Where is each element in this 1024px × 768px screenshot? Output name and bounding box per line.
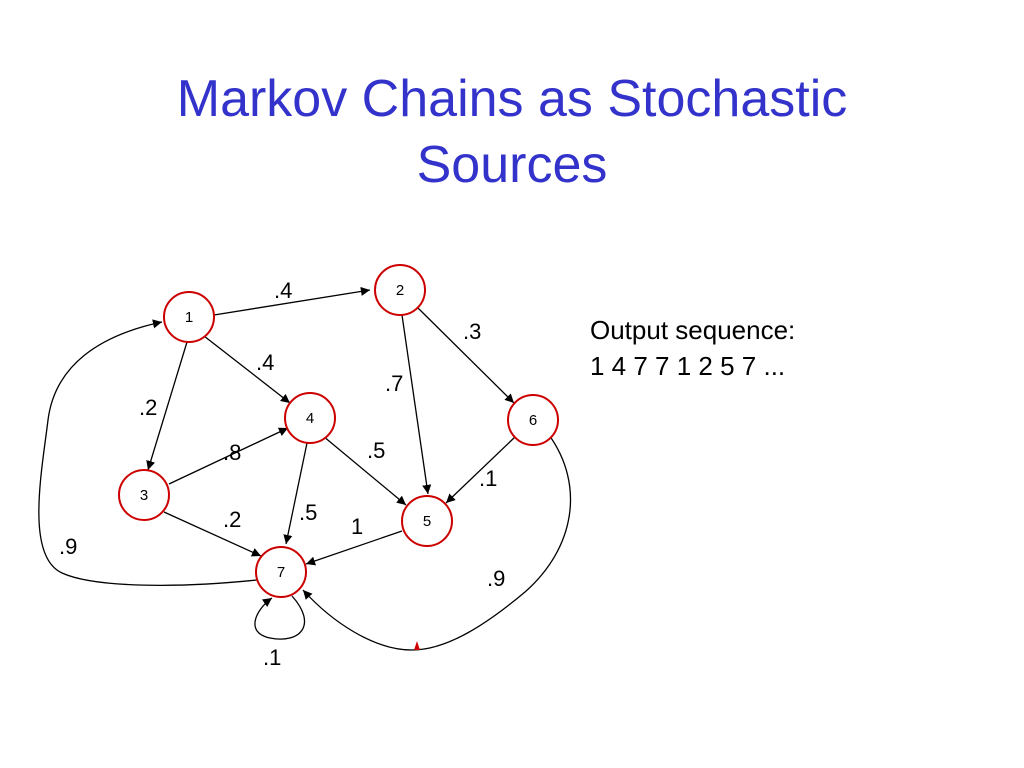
node-7: 7 (255, 546, 307, 598)
edge-label-3-4: .8 (223, 440, 241, 465)
node-label-4: 4 (306, 410, 314, 427)
edge-label-4-7: .5 (299, 500, 317, 525)
slide-title: Markov Chains as Stochastic Sources (0, 66, 1024, 198)
edge-1-2 (213, 286, 371, 316)
edge-7-1 (38, 319, 258, 586)
edge-label-7-7: .1 (263, 645, 281, 670)
node-1: 1 (163, 291, 215, 343)
edge-label-5-7: 1 (351, 514, 363, 539)
title-line-1: Markov Chains as Stochastic (176, 70, 848, 128)
node-label-7: 7 (277, 564, 285, 581)
node-3: 3 (118, 469, 170, 521)
edge-7-7 (254, 595, 306, 640)
node-label-6: 6 (529, 412, 537, 429)
node-label-2: 2 (396, 282, 404, 299)
node-2: 2 (374, 264, 426, 316)
node-label-3: 3 (140, 487, 148, 504)
edge-label-3-7: .2 (223, 507, 241, 532)
edge-label-7-1: .9 (59, 534, 77, 559)
edge-2-5 (401, 314, 432, 495)
edge-label-2-6: .3 (463, 319, 481, 344)
title-line-2: Sources (416, 136, 608, 194)
edge-4-7 (283, 442, 308, 545)
edge-5-7 (305, 530, 403, 566)
node-4: 4 (284, 392, 336, 444)
output-sequence: 1 4 7 7 1 2 5 7 ... (590, 351, 786, 381)
output-sequence-box: Output sequence: 1 4 7 7 1 2 5 7 ... (590, 312, 795, 384)
edge-3-4 (168, 427, 289, 485)
edge-6-5 (445, 436, 516, 504)
node-6: 6 (507, 394, 559, 446)
node-label-1: 1 (185, 309, 193, 326)
edge-label-1-2: .4 (274, 278, 292, 303)
edge-label-4-5: .5 (367, 438, 385, 463)
edge-1-4 (203, 335, 291, 404)
edge-3-7 (163, 511, 262, 557)
output-heading: Output sequence: (590, 315, 796, 345)
curve-marker (414, 641, 420, 650)
edge-6-7 (302, 434, 572, 651)
edge-4-5 (322, 435, 407, 506)
edge-1-3 (146, 341, 188, 471)
edge-label-6-7: .9 (487, 566, 505, 591)
edge-label-2-5: .7 (385, 371, 403, 396)
edge-label-6-5: .1 (479, 466, 497, 491)
edge-2-6 (417, 307, 515, 404)
node-5: 5 (401, 495, 453, 547)
edge-label-1-4: .4 (256, 350, 274, 375)
node-label-5: 5 (423, 513, 431, 530)
edge-label-1-3: .2 (139, 395, 157, 420)
